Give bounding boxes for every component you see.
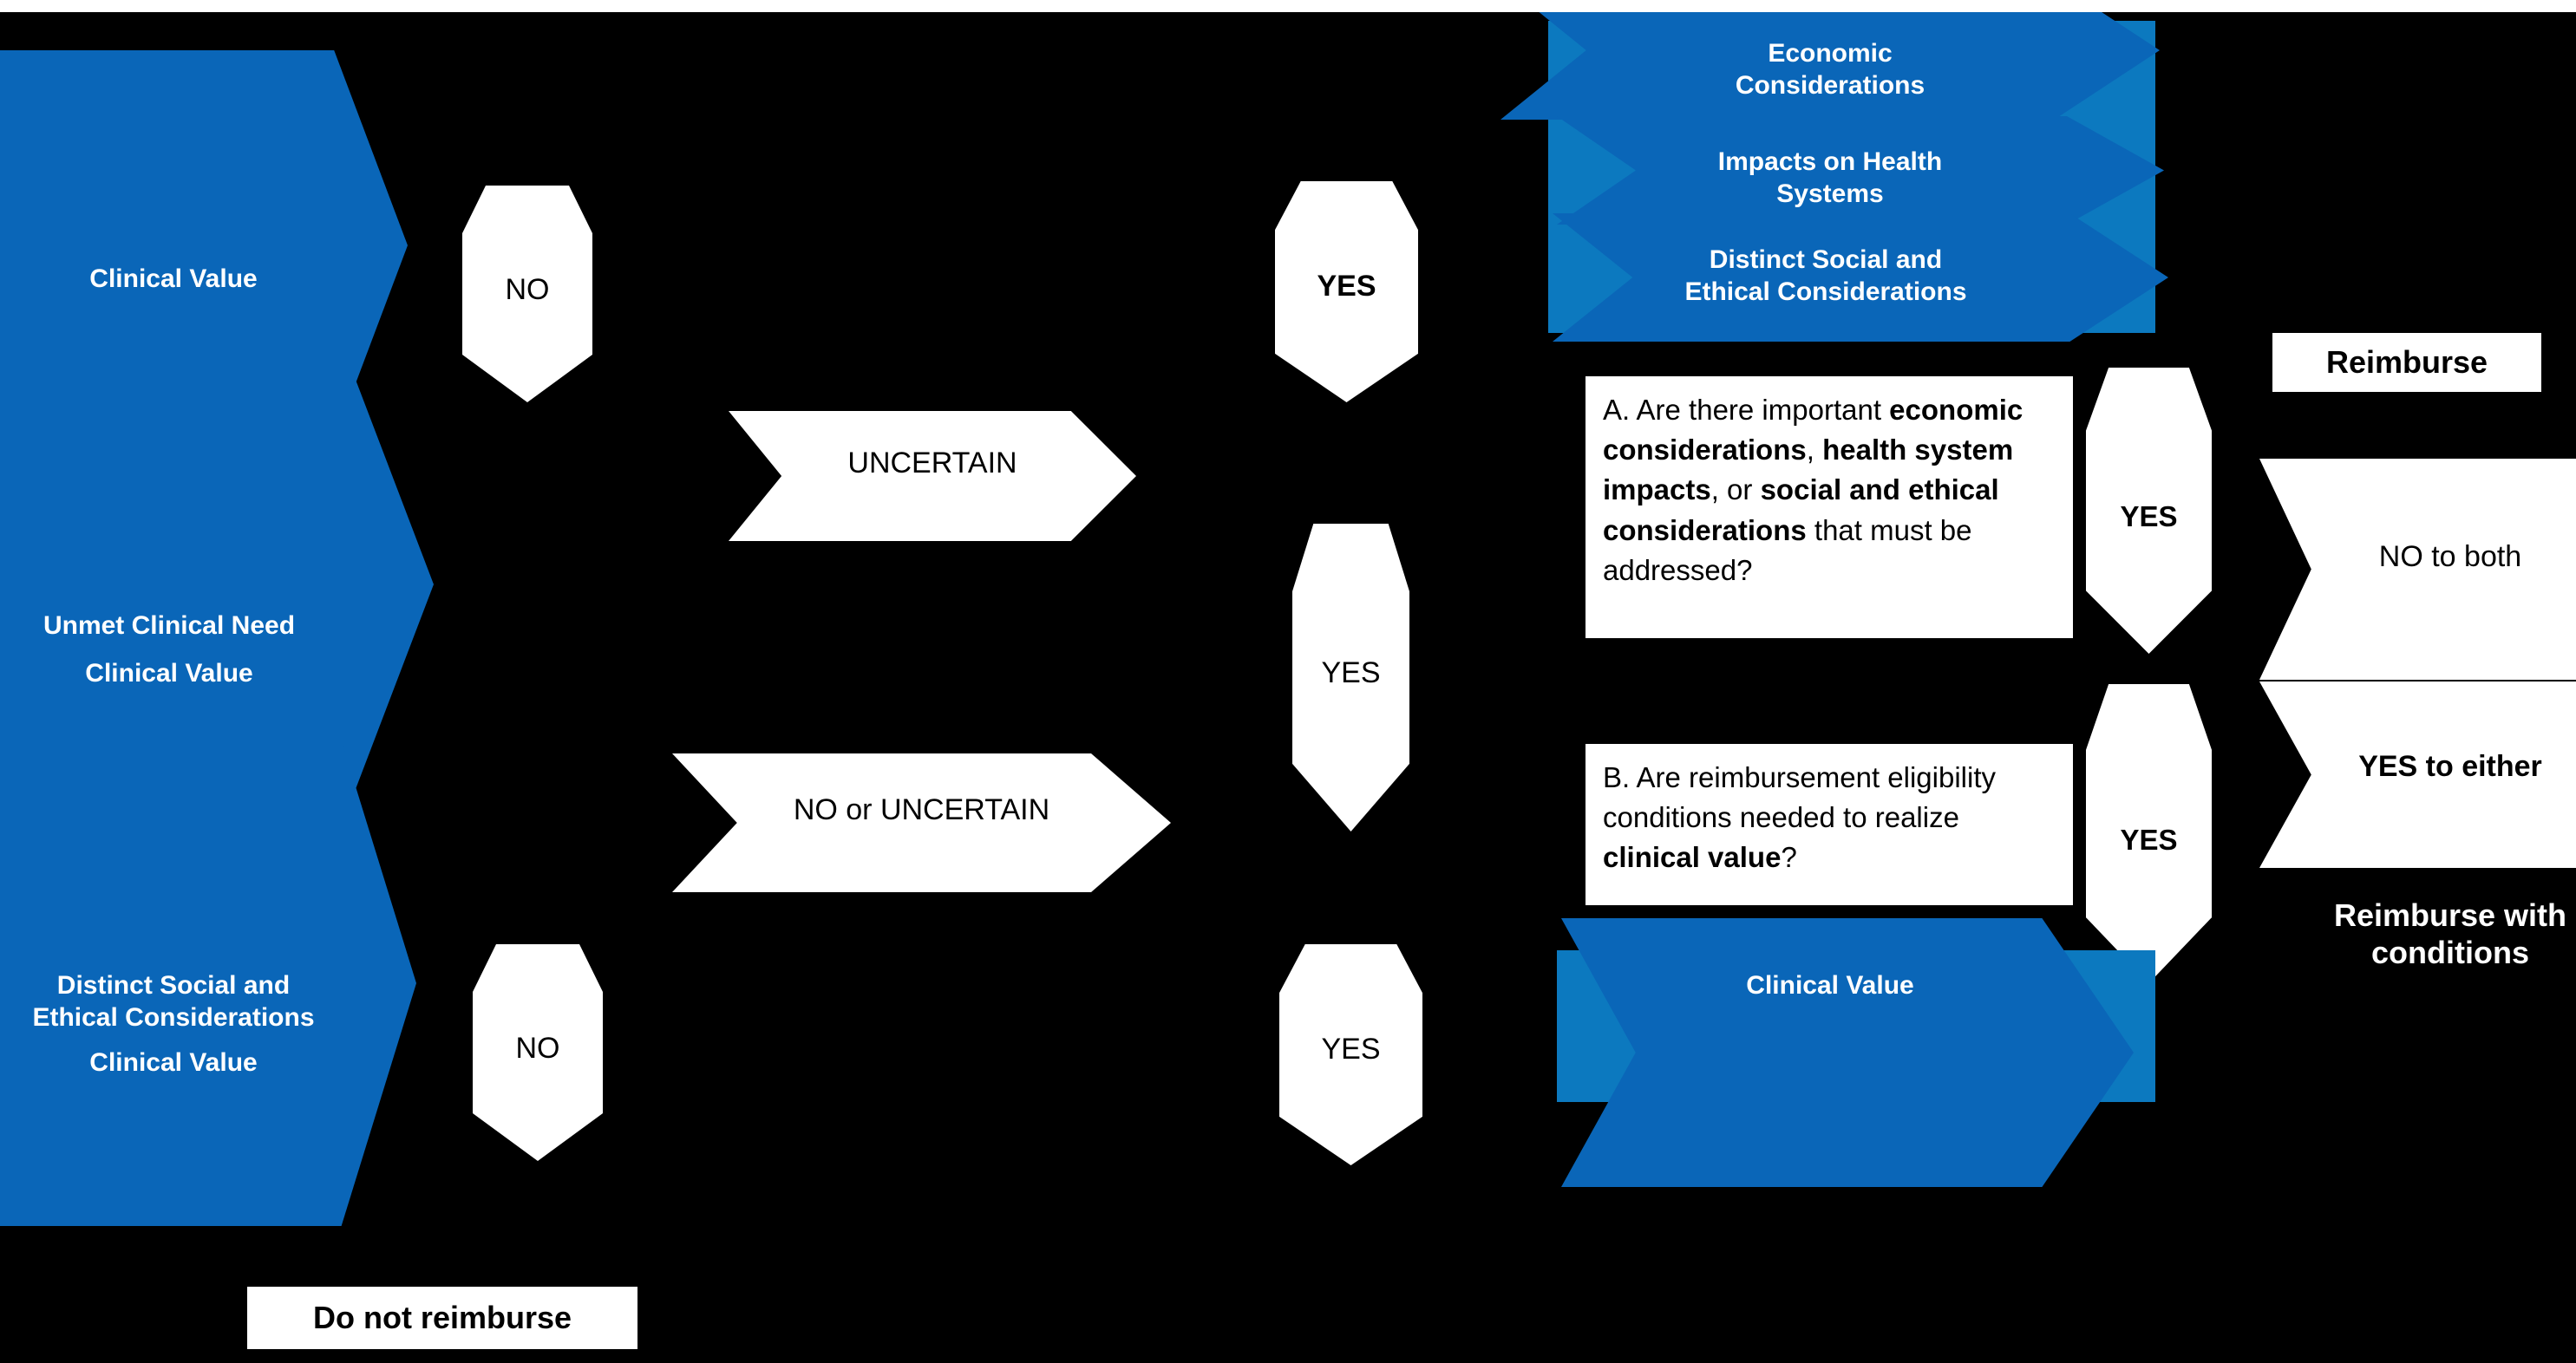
criteria-arrow-economic-considerations [1500, 12, 2160, 120]
criteria-arrow-distinct-social-ethical-right [1553, 213, 2168, 342]
question-a-text: A. Are there important economic consider… [1603, 394, 2024, 586]
criteria-arrow-distinct-social-ethical [0, 740, 416, 1226]
answer-arrow-uncertain [729, 411, 1136, 541]
outcome-text-line: conditions [2371, 935, 2529, 971]
outcome-reimburse: Reimburse [2272, 333, 2541, 392]
outcome-reimburse-with-conditions: Reimburse with conditions [2246, 897, 2576, 971]
question-box-a: A. Are there important economic consider… [1585, 376, 2073, 638]
outcome-text: Do not reimburse [312, 1300, 572, 1335]
criteria-arrow-impacts-health-systems [1557, 116, 2164, 225]
question-box-b: B. Are reimbursement eligibility conditi… [1585, 744, 2073, 905]
outcome-do-not-reimburse: Do not reimburse [247, 1287, 637, 1349]
decision-arrow-yes-to-either [2259, 682, 2576, 868]
criteria-arrow-clinical-value-top [0, 50, 408, 440]
diagram-stage: Clinical Value Unmet Clinical Need Clini… [0, 12, 2576, 1363]
outcome-text-line: Reimburse with [2333, 897, 2567, 933]
criteria-arrow-clinical-value-bottom [1561, 918, 2134, 1187]
answer-arrow-yes-question-b [2086, 684, 2212, 983]
answer-arrow-yes-bottom [1279, 944, 1422, 1165]
criteria-arrow-unmet-clinical-need [0, 381, 434, 788]
answer-arrow-no-bottom [473, 944, 603, 1161]
answer-arrow-no-top [462, 186, 592, 402]
answer-arrow-no-or-uncertain [672, 753, 1171, 892]
outcome-text: Reimburse [2325, 344, 2488, 380]
question-b-text: B. Are reimbursement eligibility conditi… [1603, 761, 1997, 874]
answer-arrow-yes-top [1275, 181, 1418, 402]
answer-arrow-yes-mid [1292, 524, 1409, 831]
decision-arrow-no-to-both [2259, 459, 2576, 680]
answer-arrow-yes-question-a [2086, 368, 2212, 654]
